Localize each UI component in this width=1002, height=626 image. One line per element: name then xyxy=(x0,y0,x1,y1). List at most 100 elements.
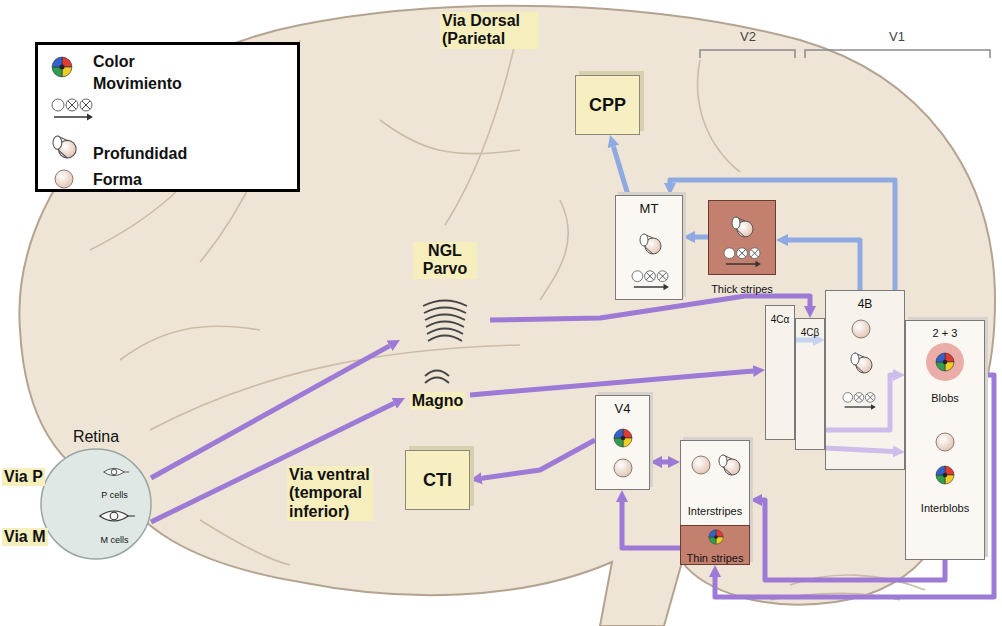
drawing-part xyxy=(87,114,93,121)
drawing-part xyxy=(751,250,758,257)
drawing-part xyxy=(749,248,760,259)
cortex-box: CPP xyxy=(575,75,640,135)
symbol-icon xyxy=(732,217,753,237)
node-symbols xyxy=(616,196,684,301)
retina-disc: P cellsM cellsRetina xyxy=(40,428,152,560)
node-symbols xyxy=(906,321,986,561)
drawing-part xyxy=(645,238,661,254)
drawing-part xyxy=(52,57,62,67)
node-text-holder: Thick stripes xyxy=(709,279,775,297)
node-label: Blobs xyxy=(931,392,959,405)
node-label: Interstripes xyxy=(688,505,742,518)
node-label: P cells xyxy=(101,490,127,500)
area-label: V1 xyxy=(877,30,917,45)
drawing-part xyxy=(426,322,464,328)
pathway-arrow xyxy=(788,240,860,290)
drawing-part xyxy=(427,329,463,335)
drawing-part xyxy=(719,455,727,467)
node-symbols xyxy=(826,291,906,471)
drawing-part xyxy=(621,436,626,441)
pathway-arrow xyxy=(482,440,595,478)
node-text-holder: 2 + 3 xyxy=(906,323,984,341)
stripe-box: Thick stripes xyxy=(708,200,776,275)
symbol-icon xyxy=(692,456,710,474)
brain-outline xyxy=(19,6,995,626)
lgn-layer: Magno xyxy=(405,370,470,420)
node-symbols xyxy=(405,370,470,420)
drawing-part xyxy=(709,530,716,537)
drawing-part xyxy=(614,429,623,438)
symbol-icon xyxy=(632,271,669,290)
symbol-icon xyxy=(709,530,723,544)
drawing-part xyxy=(632,271,643,282)
drawing-part xyxy=(865,393,875,403)
drawing-part xyxy=(110,512,118,520)
drawing-part xyxy=(943,473,948,478)
bracket xyxy=(700,50,795,58)
drawing-part xyxy=(424,308,466,314)
drawing-part xyxy=(737,221,753,237)
cortex-box: CTI xyxy=(405,450,470,510)
node-text-holder: MT xyxy=(616,199,682,217)
drawing-part xyxy=(936,466,945,475)
pathway-arrow xyxy=(825,448,893,451)
pathway-arrow xyxy=(470,371,753,395)
node-symbols xyxy=(576,76,641,136)
pathway-arrow xyxy=(613,146,628,195)
drawing-part xyxy=(53,136,62,149)
area-brackets xyxy=(700,50,990,58)
layer-box: 4Cβ xyxy=(795,318,825,450)
node-text-holder: CTI xyxy=(406,470,469,491)
drawing-part xyxy=(100,511,129,521)
symbol-icon xyxy=(719,455,740,475)
pathway-label: Via ventral (temporal inferior) xyxy=(287,466,373,521)
drawing-part xyxy=(936,353,945,362)
symbol-icon xyxy=(640,234,661,254)
drawing-part xyxy=(640,234,648,246)
drawing-part xyxy=(59,140,77,158)
drawing-part xyxy=(709,537,716,544)
node-symbols xyxy=(400,242,490,360)
node-symbols xyxy=(596,396,651,491)
drawing-part xyxy=(724,459,740,475)
drawing-part xyxy=(867,394,873,400)
node-symbols xyxy=(40,428,152,560)
drawing-part xyxy=(714,535,718,539)
drawing-part xyxy=(657,271,668,282)
stripe-box: Thin stripes xyxy=(680,525,750,565)
drawing-part xyxy=(945,362,954,371)
node-text-holder: Magno xyxy=(405,392,470,410)
symbol-icon xyxy=(41,449,151,559)
sulcus-line xyxy=(200,40,300,262)
node-label: MT xyxy=(640,202,659,217)
drawing-part xyxy=(80,99,92,111)
node-label: Thick stripes xyxy=(711,283,773,296)
drawing-part xyxy=(423,301,467,307)
legend-text: Movimiento xyxy=(93,75,182,93)
symbol-icon xyxy=(423,301,467,342)
bracket xyxy=(805,50,990,58)
legend-symbols xyxy=(38,45,297,189)
node-text-holder: 4B xyxy=(826,294,904,312)
legend-text: Forma xyxy=(93,171,142,189)
node-text-holder: M cells xyxy=(78,529,151,547)
area-box: MT xyxy=(615,195,683,300)
drawing-part xyxy=(425,315,465,321)
drawing-part xyxy=(856,357,872,373)
drawing-part xyxy=(128,515,135,516)
node-symbols xyxy=(709,201,776,276)
node-symbols xyxy=(905,340,985,410)
drawing-part xyxy=(843,393,853,403)
drawing-part xyxy=(664,284,669,290)
sulcus-line xyxy=(445,20,520,225)
node-symbols xyxy=(796,319,826,451)
drawing-part xyxy=(82,101,90,109)
cell-type: P cells xyxy=(78,462,151,498)
sulcus-line xyxy=(380,120,520,154)
drawing-part xyxy=(124,472,129,473)
sulcus-line xyxy=(120,326,260,360)
symbol-icon xyxy=(53,136,76,158)
